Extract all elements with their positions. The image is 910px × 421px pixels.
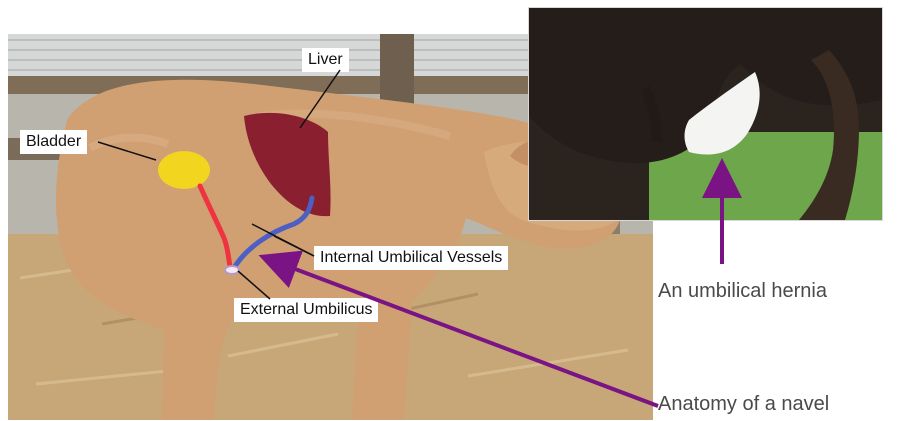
liver-label: Liver [302, 48, 349, 72]
hernia-scene [529, 8, 882, 220]
bladder-organ [158, 151, 210, 189]
external-umbilicus-marker [225, 266, 239, 274]
bladder-label: Bladder [20, 130, 87, 154]
hernia-inset-photo [528, 7, 883, 221]
external-umbilicus-label: External Umbilicus [234, 298, 378, 322]
umbilical-hernia-caption: An umbilical hernia [658, 279, 827, 303]
internal-umbilical-vessels-label: Internal Umbilical Vessels [314, 246, 508, 270]
anatomy-of-navel-caption: Anatomy of a navel [658, 392, 829, 416]
